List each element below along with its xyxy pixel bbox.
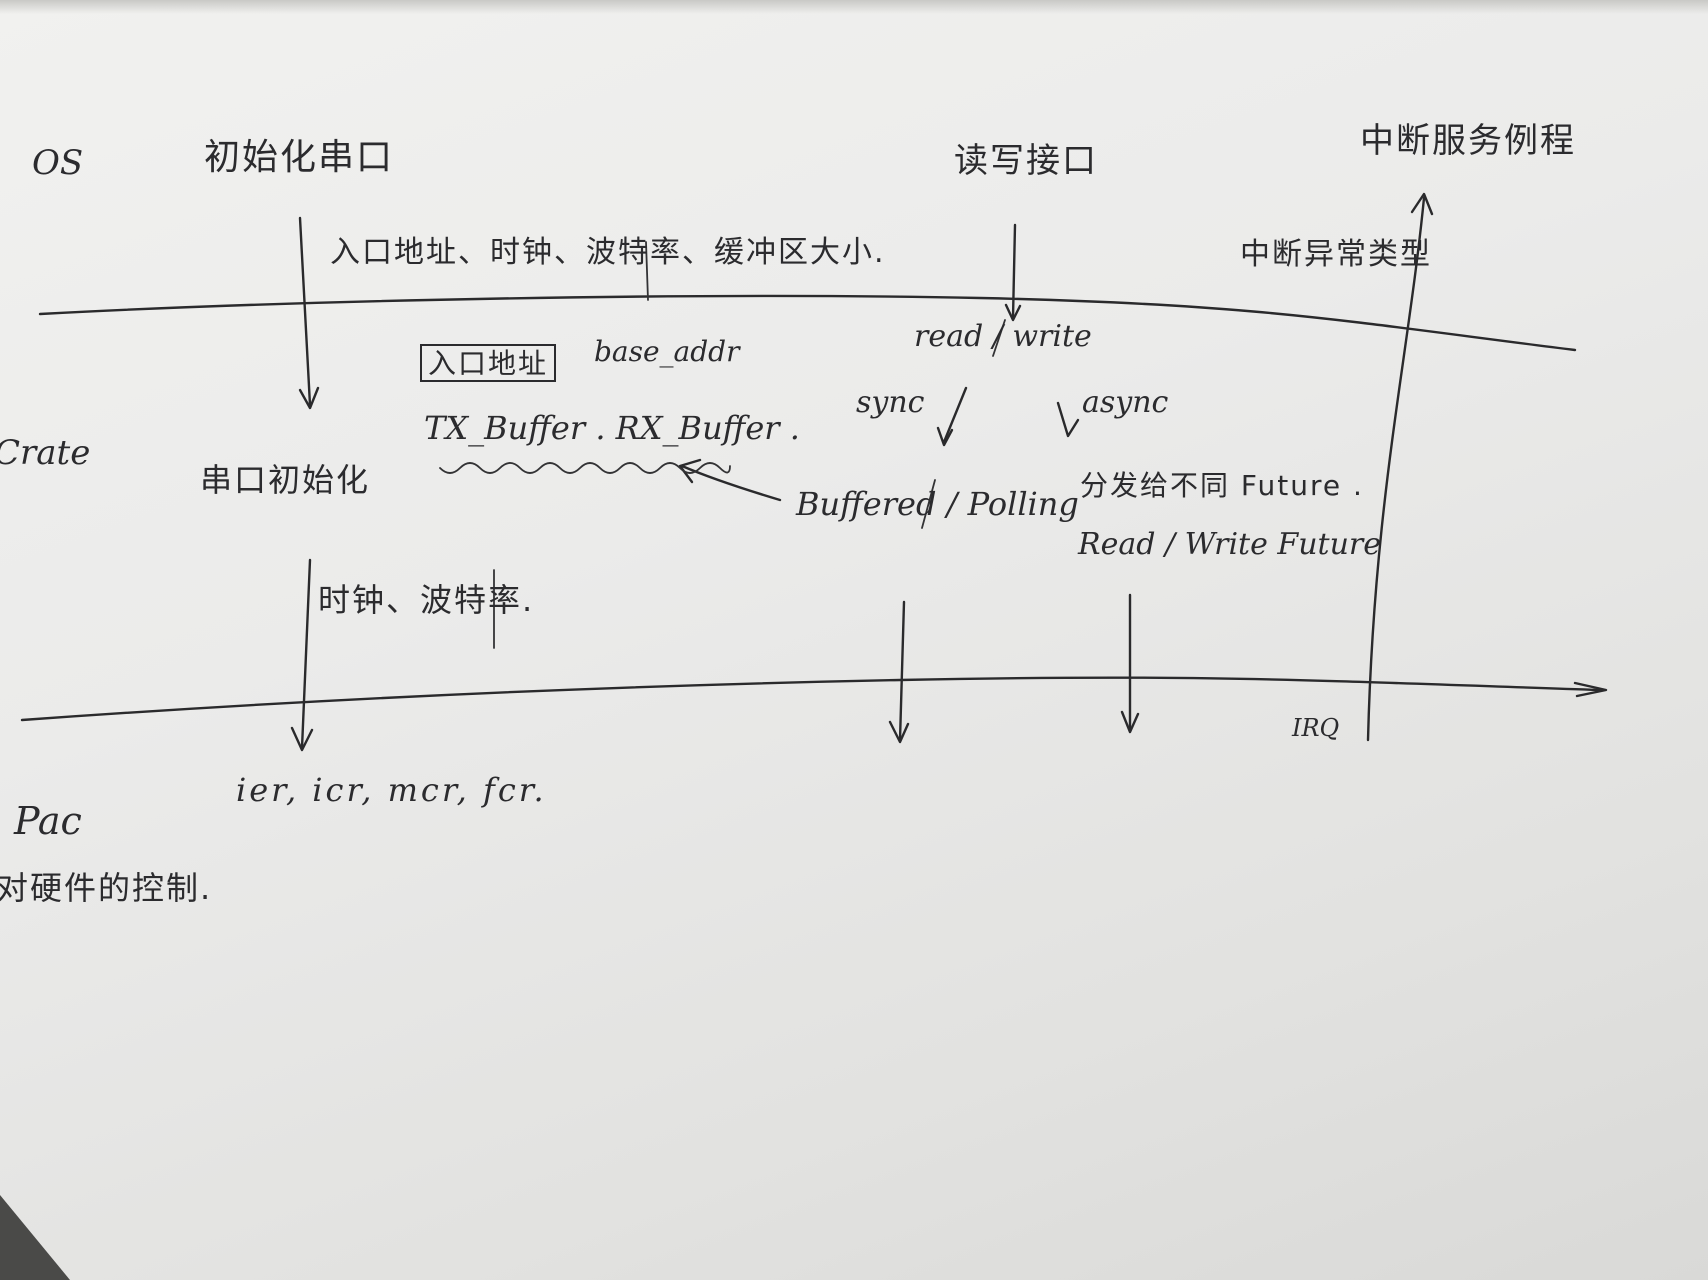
desk-corner-shadow xyxy=(0,1195,70,1280)
pac-registers: ier, icr, mcr, fcr. xyxy=(236,771,547,809)
layer-label-os: OS xyxy=(32,143,84,183)
arrow-buffered-to-buffers xyxy=(680,464,782,502)
arrow-clock-down xyxy=(300,558,312,750)
os-isr: 中断服务例程 xyxy=(1360,121,1576,161)
dispatch-future: 分发给不同 Future . xyxy=(1080,469,1364,502)
base-addr: base_addr xyxy=(594,335,740,368)
interrupt-type: 中断异常类型 xyxy=(1240,237,1432,272)
arrow-async xyxy=(1056,401,1080,438)
os-rw-interface: 读写接口 xyxy=(954,141,1098,181)
divider-os-crate xyxy=(38,294,1577,352)
crate-uart-init: 串口初始化 xyxy=(200,461,371,499)
entry-addr-boxed: 入口地址 xyxy=(420,344,557,382)
layer-label-crate: Crate xyxy=(0,433,91,473)
buffers-wavy-underline xyxy=(439,462,731,474)
rw-future: Read / Write Future xyxy=(1078,527,1381,562)
buffered-polling: Buffered / Polling xyxy=(796,485,1079,523)
arrow-clock-down-head xyxy=(290,726,314,752)
clock-baud: 时钟、波特率. xyxy=(318,581,535,619)
arrow-async-pac-head xyxy=(1120,710,1140,734)
read-write: read / write xyxy=(914,319,1092,354)
divider-crate-pac xyxy=(20,676,1602,722)
arrow-init-down-head xyxy=(298,386,320,410)
arrow-irq-up-head xyxy=(1410,192,1434,216)
arrow-sync xyxy=(942,386,968,444)
arrow-sync-pac-head xyxy=(888,720,910,744)
arrow-sync-head xyxy=(936,426,954,447)
arrow-init-down xyxy=(298,216,312,407)
rw-slash xyxy=(992,319,1006,357)
buffered-slash xyxy=(921,479,936,529)
init-params: 入口地址、时钟、波特率、缓冲区大小. xyxy=(330,235,886,270)
layer-label-pac: Pac xyxy=(14,799,82,843)
async-label: async xyxy=(1082,385,1169,420)
arrow-rw-down xyxy=(1011,223,1017,320)
pac-hw-control: 对硬件的控制. xyxy=(0,869,213,907)
paper-edge-shadow xyxy=(0,0,1708,14)
os-init-uart: 初始化串口 xyxy=(204,137,395,178)
arrow-rw-down-head xyxy=(1004,303,1022,322)
divider-arrowhead xyxy=(1573,681,1608,698)
irq-label: IRQ xyxy=(1292,714,1340,742)
arrow-irq-up xyxy=(1366,196,1426,742)
arrow-sync-pac xyxy=(898,600,906,742)
param-tick xyxy=(645,241,649,301)
tx-rx-buffers: TX_Buffer . RX_Buffer . xyxy=(424,409,800,447)
sync-label: sync xyxy=(856,385,925,420)
arrow-buffered-to-buffers-head xyxy=(678,458,702,484)
